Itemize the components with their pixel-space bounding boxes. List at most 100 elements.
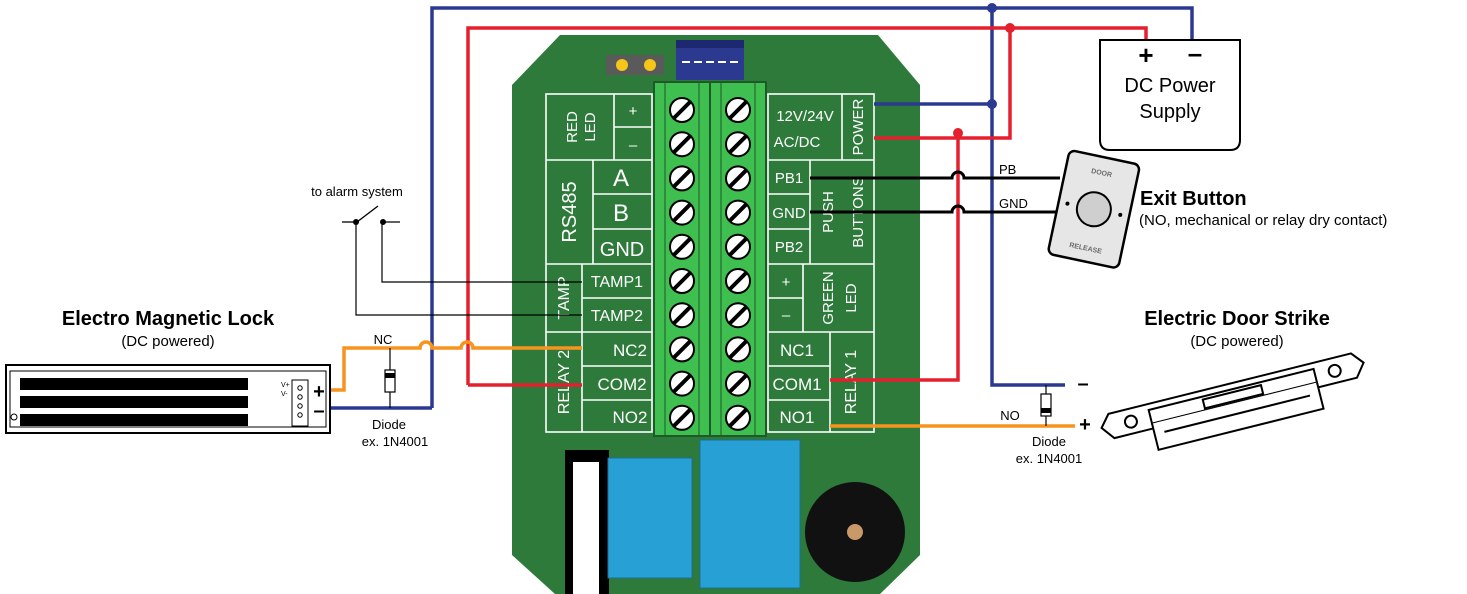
tamper-wires [355, 222, 582, 316]
screw-slot [728, 374, 748, 394]
label-gnd-right: GND [772, 205, 806, 222]
relay-1 [699, 439, 801, 589]
label-led-minus-right: – [782, 307, 791, 324]
screw-slot [728, 237, 748, 257]
maglock-vplus: V+ [281, 382, 290, 389]
ps-plus: + [1138, 40, 1153, 70]
screw-slot [672, 203, 692, 223]
strike-diode-part: ex. 1N4001 [1016, 451, 1083, 466]
label-rs485: RS485 [559, 181, 581, 242]
label-com2: COM2 [597, 375, 646, 394]
label-12v-24v: 12V/24V [776, 108, 834, 125]
exit-button-subtitle: (NO, mechanical or relay dry contact) [1139, 212, 1387, 229]
screw-slot [672, 237, 692, 257]
wire-red-power [874, 28, 1012, 140]
electro-magnetic-lock: Electro Magnetic Lock (DC powered) V+ V-… [5, 308, 429, 449]
wire-gnd [810, 204, 1060, 214]
screw-slot [728, 203, 748, 223]
wire-pb [810, 170, 1060, 180]
label-led-right: LED [843, 283, 860, 312]
wires [330, 6, 1194, 428]
maglock-plus: + [313, 381, 325, 403]
label-pb1: PB1 [775, 170, 803, 187]
dc-power-supply: + – DC Power Supply [1099, 38, 1241, 151]
gold-pin [616, 59, 628, 71]
strike-diode-icon [1040, 393, 1052, 417]
screw-slot [672, 168, 692, 188]
screw-slot [728, 271, 748, 291]
electric-door-strike: Electric Door Strike (DC powered) – + NO… [1000, 308, 1365, 466]
strike-diode-label: Diode [1032, 434, 1066, 449]
screw-slot [728, 305, 748, 325]
left-label-panel [545, 93, 653, 433]
label-led-plus: + [629, 103, 638, 120]
alarm-switch: to alarm system [311, 184, 403, 225]
label-led-plus-right: + [782, 274, 791, 291]
terminal-screws [669, 97, 751, 431]
strike-plus: + [1079, 414, 1091, 436]
gold-pin [644, 59, 656, 71]
screw-slot [672, 271, 692, 291]
ps-minus: – [1188, 38, 1202, 68]
maglock-nc-label: NC [374, 332, 393, 347]
controller-board: RED LED + – RS485 A B GND TAMP TAMP1 TAM… [512, 35, 920, 594]
wire-blue-strike [990, 104, 1065, 387]
label-tamp: TAMP [556, 276, 573, 319]
maglock-vminus: V- [281, 391, 288, 398]
left-labels: RED LED + – RS485 A B GND TAMP TAMP1 TAM… [556, 103, 647, 427]
label-com1: COM1 [772, 375, 821, 394]
wire-orange-nc2 [330, 340, 582, 392]
maglock-title: Electro Magnetic Lock [62, 308, 275, 330]
screw-slot [728, 408, 748, 428]
junction-dots [953, 3, 1015, 138]
ps-label-line2: Supply [1139, 101, 1200, 123]
strike-minus: – [1077, 373, 1088, 395]
strike-subtitle: (DC powered) [1190, 333, 1283, 350]
exit-button: DOOR RELEASE Exit Button (NO, mechanical… [1047, 149, 1387, 269]
wire-red-ps [466, 26, 1148, 385]
alarm-label: to alarm system [311, 184, 403, 199]
wire-blue-ps [430, 6, 1194, 408]
exit-button-title: Exit Button [1140, 188, 1247, 210]
screw-slot [728, 100, 748, 120]
maglock-subtitle: (DC powered) [121, 333, 214, 350]
label-tamp1: TAMP1 [591, 274, 643, 291]
label-no2: NO2 [613, 408, 648, 427]
label-red-led-line1: RED [564, 111, 581, 143]
screw-slot [728, 339, 748, 359]
ps-label-line1: DC Power [1124, 75, 1215, 97]
label-pb2: PB2 [775, 239, 803, 256]
label-gnd-left: GND [600, 239, 644, 261]
screw-slot [672, 339, 692, 359]
maglock-diode-part: ex. 1N4001 [362, 434, 429, 449]
exit-button-face-top: DOOR [1090, 168, 1112, 179]
label-red-led-line2: LED [582, 112, 599, 141]
label-nc1: NC1 [780, 341, 814, 360]
label-no1: NO1 [780, 408, 815, 427]
screw-slot [672, 100, 692, 120]
wire-red-com1 [830, 133, 960, 382]
label-a: A [613, 165, 629, 192]
maglock-diode-icon [384, 369, 396, 393]
label-tamp2: TAMP2 [591, 308, 643, 325]
wire-label-gnd: GND [999, 196, 1028, 211]
screw-slot [672, 134, 692, 154]
screw-slot [672, 374, 692, 394]
label-power: POWER [850, 99, 867, 156]
label-acdc: AC/DC [774, 134, 821, 151]
label-led-minus: – [629, 137, 638, 154]
maglock-minus: – [313, 400, 324, 422]
label-nc2: NC2 [613, 341, 647, 360]
label-b: B [613, 200, 629, 227]
screw-slot [672, 305, 692, 325]
strike-title: Electric Door Strike [1144, 308, 1330, 330]
screw-slot [728, 168, 748, 188]
relay-2 [607, 457, 693, 579]
label-green: GREEN [820, 271, 837, 324]
label-relay1: RELAY 1 [843, 350, 860, 414]
maglock-diode-label: Diode [372, 417, 406, 432]
right-label-panel [767, 93, 875, 433]
screw-slot [672, 408, 692, 428]
door-strike-icon [1100, 352, 1365, 452]
